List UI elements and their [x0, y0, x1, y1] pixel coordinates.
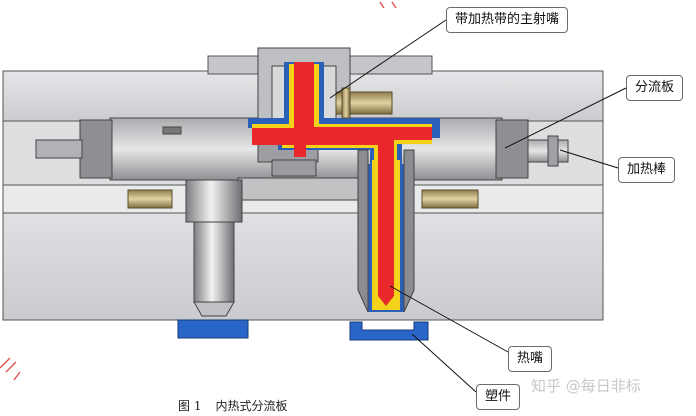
- brass-heaters: [127, 87, 479, 209]
- label-heater-rod: 加热棒: [618, 157, 676, 183]
- leader-heater-rod: [559, 149, 619, 169]
- leader-hot-nozzle: [389, 285, 509, 353]
- figure-title: 内热式分流板: [215, 399, 288, 413]
- leader-main-nozzle: [329, 19, 447, 99]
- stamp-mark: [0, 1, 397, 381]
- label-manifold: 分流板: [626, 75, 684, 101]
- leader-lines: [329, 19, 627, 393]
- leader-manifold: [504, 87, 627, 149]
- hot-nozzle-body: [357, 149, 415, 313]
- left-cylinder: [185, 179, 243, 317]
- heater-rod: [527, 135, 569, 167]
- label-hot-nozzle: 热嘴: [508, 346, 553, 372]
- label-part: 塑件: [476, 384, 521, 410]
- watermark: 知乎 @每日非标: [531, 377, 641, 395]
- label-main-nozzle: 带加热带的主射嘴: [446, 7, 569, 33]
- plastic-parts: [177, 319, 429, 341]
- melt-channels: [248, 62, 440, 312]
- figure-number: 图 1: [178, 399, 202, 413]
- leader-part: [411, 333, 477, 393]
- figure-caption: 图 1 内热式分流板: [178, 397, 301, 414]
